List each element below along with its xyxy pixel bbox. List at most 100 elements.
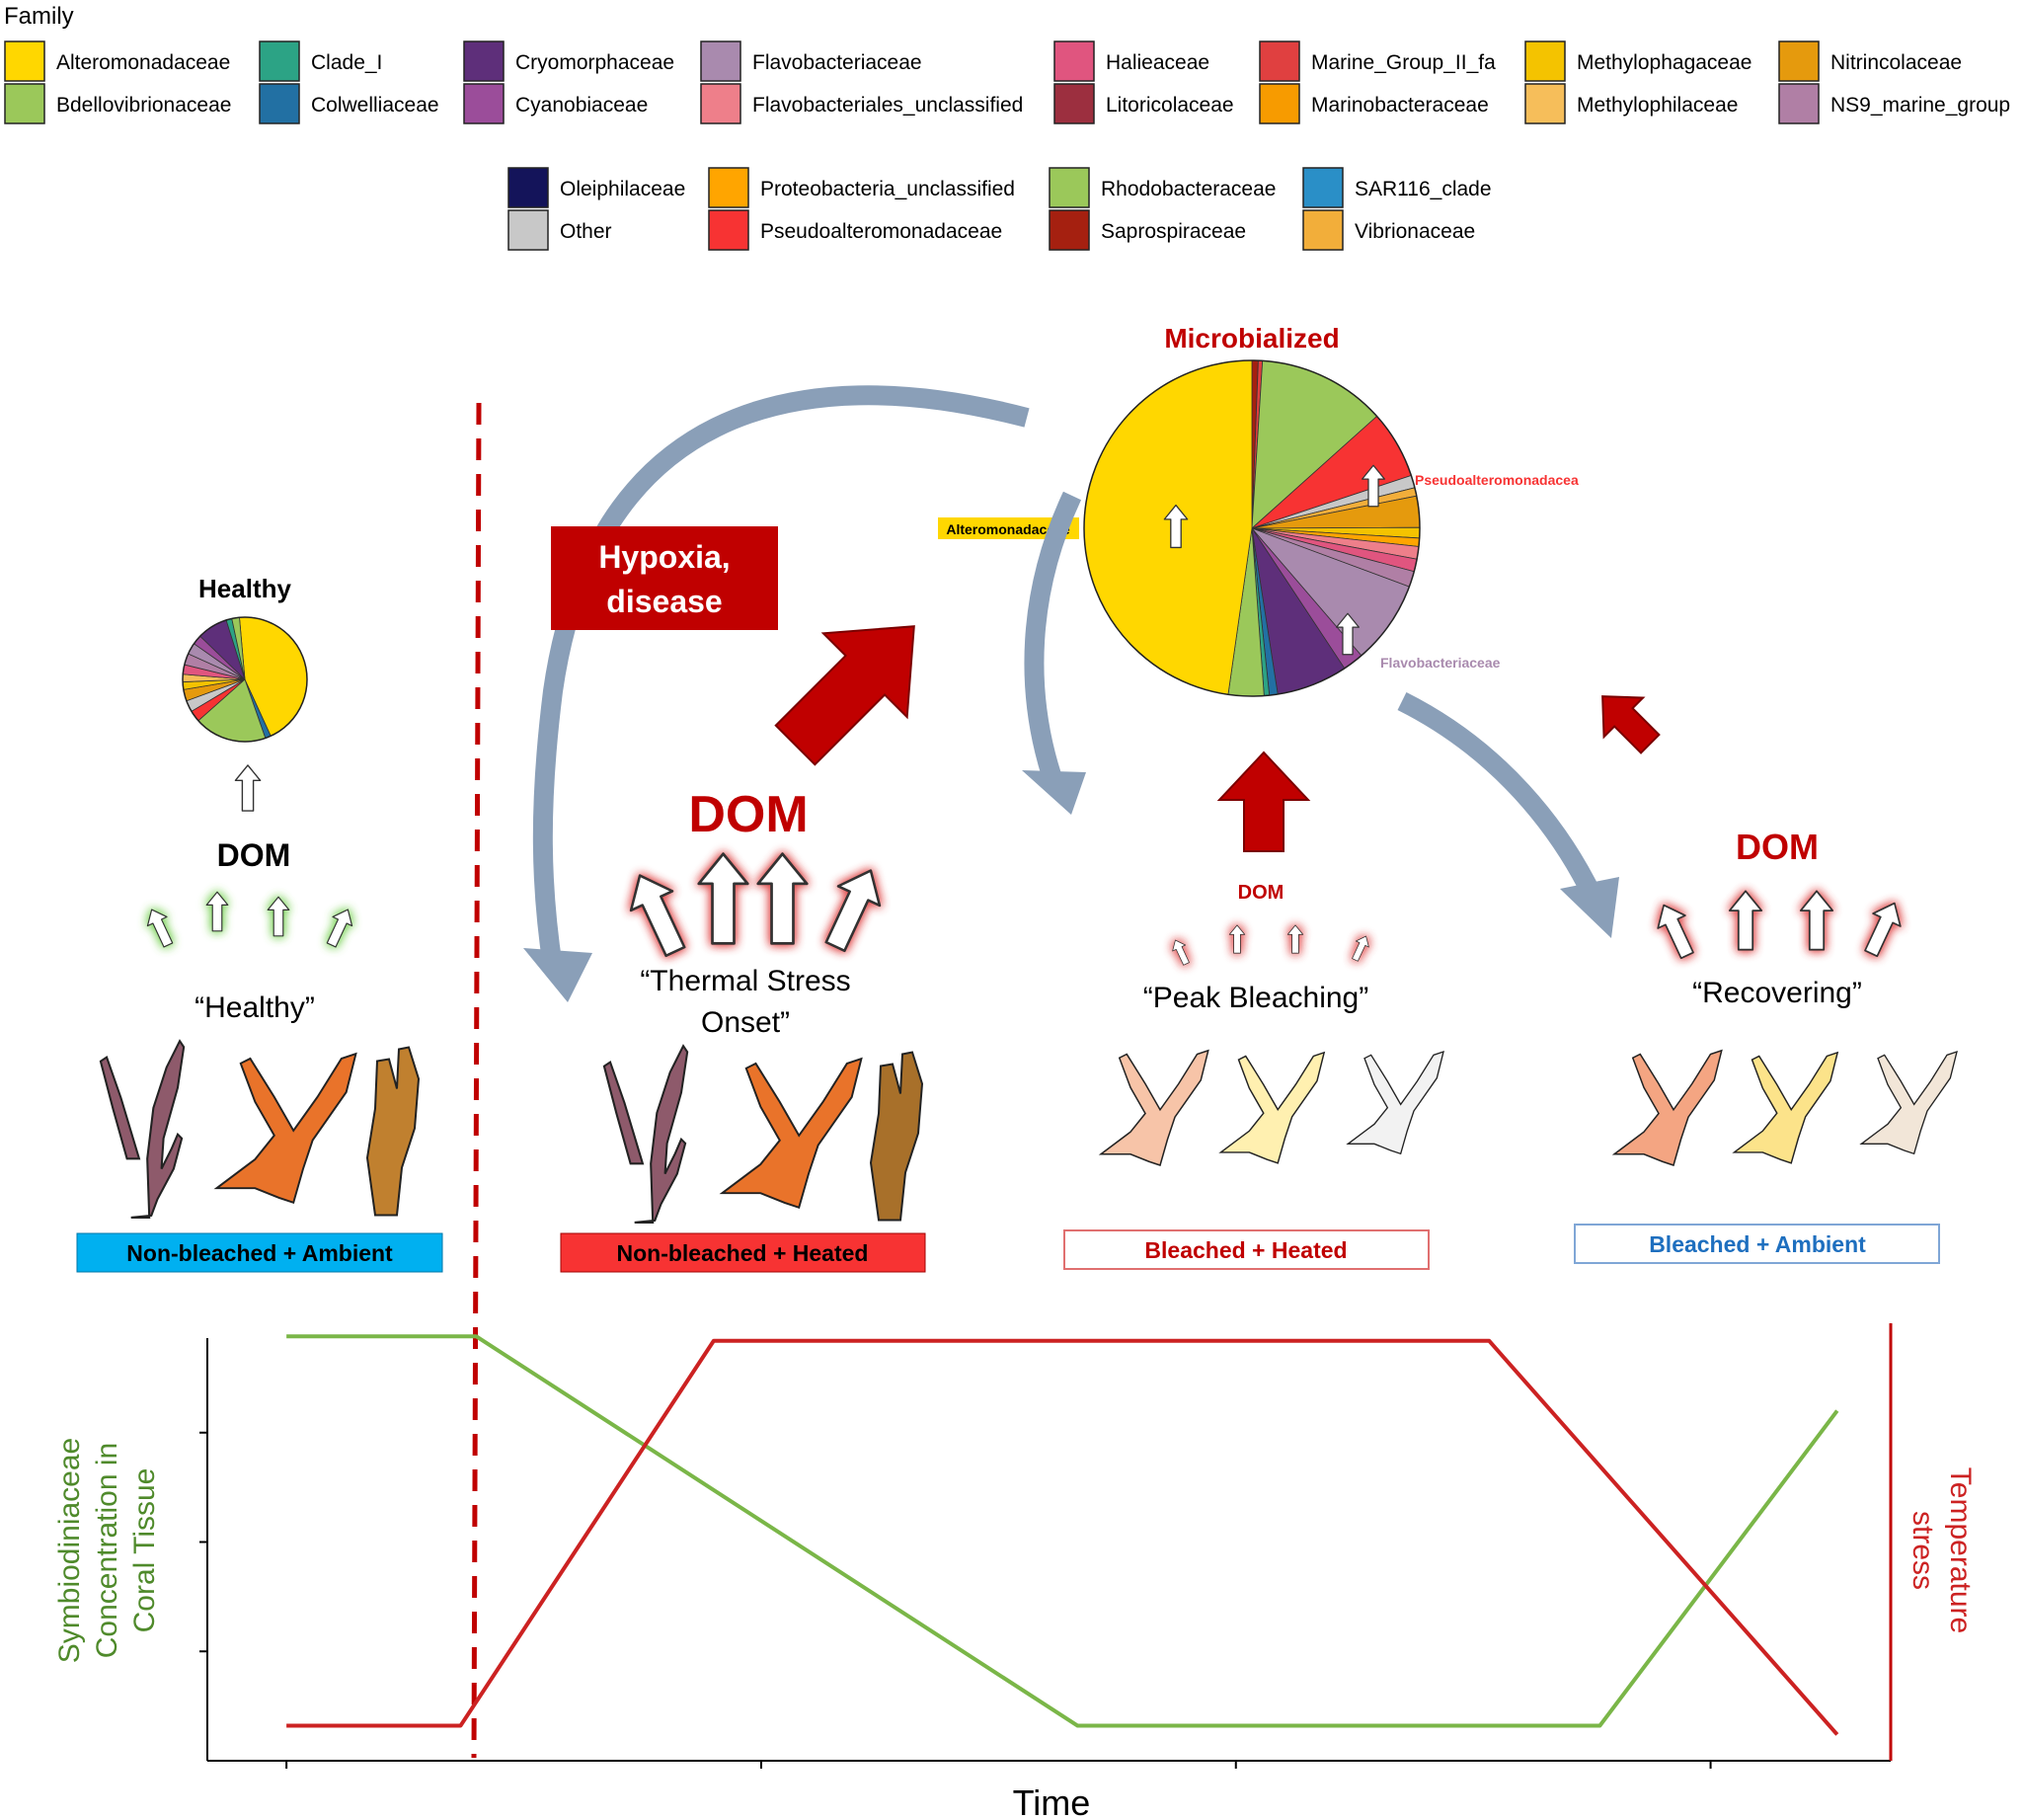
legend-swatch bbox=[1524, 40, 1566, 82]
dom-arrows-peak bbox=[1168, 924, 1373, 968]
legend-swatch bbox=[700, 40, 741, 82]
legend-label: Marine_Group_II_fa bbox=[1311, 51, 1496, 74]
red-arrow-peak-to-microbialized bbox=[1216, 751, 1311, 852]
healthy-pie-chart bbox=[182, 616, 308, 743]
divider-dashed-line bbox=[471, 402, 482, 1759]
svg-text:Bleached + Heated: Bleached + Heated bbox=[1144, 1237, 1347, 1263]
svg-text:Temperature: Temperature bbox=[1944, 1467, 1977, 1633]
legend-item: Methylophagaceae bbox=[1524, 40, 1752, 82]
legend-swatch bbox=[1053, 40, 1095, 82]
pie-outline bbox=[182, 616, 308, 743]
legend-item: Vibrionaceae bbox=[1302, 209, 1475, 251]
legend-item: Bdellovibrionaceae bbox=[4, 83, 231, 124]
legend-label: Pseudoalteromonadaceae bbox=[760, 220, 1002, 243]
treatment-box-non-bleached-heated: Non-bleached + Heated bbox=[560, 1232, 926, 1273]
legend-label: Clade_I bbox=[311, 51, 382, 74]
microbialized-pie-chart bbox=[1083, 359, 1421, 697]
stage-label-recovering: “Recovering” bbox=[1692, 977, 1862, 1009]
legend-item: Cyanobiaceae bbox=[463, 83, 648, 124]
legend-swatch bbox=[1053, 83, 1095, 124]
legend-swatch bbox=[1302, 209, 1344, 251]
coral-illustration-healthy bbox=[99, 1040, 421, 1220]
legend-label: Vibrionaceae bbox=[1355, 220, 1475, 243]
legend-item: Marine_Group_II_fa bbox=[1259, 40, 1496, 82]
chart-lines bbox=[286, 1334, 1839, 1736]
legend-label: Cyanobiaceae bbox=[515, 94, 648, 117]
legend-swatch bbox=[708, 209, 749, 251]
dom-arrows-onset bbox=[617, 852, 894, 963]
legend-swatch bbox=[1049, 209, 1090, 251]
legend-label: Alteromonadaceae bbox=[56, 51, 230, 74]
svg-text:Coral Tissue: Coral Tissue bbox=[128, 1468, 161, 1633]
legend-item: Alteromonadaceae bbox=[4, 40, 230, 82]
legend-label: Other bbox=[560, 220, 612, 243]
legend-item: NS9_marine_group bbox=[1778, 83, 2010, 124]
legend-swatch bbox=[1778, 83, 1820, 124]
legend-swatch bbox=[1259, 40, 1300, 82]
stage-label-healthy: “Healthy” bbox=[195, 991, 315, 1024]
pie-label-flavobacteriaceae: Flavobacteriaceae bbox=[1380, 655, 1501, 671]
legend-item: Flavobacteriales_unclassified bbox=[700, 83, 1023, 124]
svg-text:Concentration in: Concentration in bbox=[91, 1443, 123, 1658]
gray-arrowhead-onset bbox=[523, 948, 592, 1002]
legend-title: Family bbox=[4, 3, 74, 30]
dom-arrows-recovering bbox=[1649, 890, 1909, 963]
gray-arrowhead-recovering bbox=[1560, 877, 1619, 938]
svg-text:Non-bleached + Ambient: Non-bleached + Ambient bbox=[126, 1240, 393, 1266]
legend-label: Flavobacteriaceae bbox=[752, 51, 922, 74]
chart-ticks bbox=[199, 1431, 1712, 1769]
legend-label: Methylophilaceae bbox=[1577, 94, 1738, 117]
microbialized-title: Microbialized bbox=[1164, 323, 1339, 354]
legend-swatch bbox=[463, 83, 505, 124]
treatment-box-non-bleached-ambient: Non-bleached + Ambient bbox=[76, 1232, 443, 1273]
legend-label: Nitrincolaceae bbox=[1830, 51, 1962, 74]
svg-text:Alteromonadaceae: Alteromonadaceae bbox=[946, 521, 1069, 537]
legend-item: Cryomorphaceae bbox=[463, 40, 674, 82]
legend-swatch bbox=[1524, 83, 1566, 124]
pie-outline bbox=[1083, 359, 1421, 697]
legend-label: Methylophagaceae bbox=[1577, 51, 1752, 74]
legend-label: Litoricolaceae bbox=[1106, 94, 1234, 117]
stage-label-onset-line1: “Thermal Stress bbox=[640, 965, 850, 997]
dom-label-peak: DOM bbox=[1238, 882, 1284, 904]
pie-label-alteromonadaceae: Alteromonadaceae bbox=[938, 517, 1079, 539]
red-arrow-onset-to-microbialized bbox=[774, 625, 915, 766]
legend-item: Methylophilaceae bbox=[1524, 83, 1738, 124]
legend-item: Marinobacteraceae bbox=[1259, 83, 1489, 124]
red-arrow-recovering-to-microbialized bbox=[1601, 695, 1661, 754]
legend-swatch bbox=[463, 40, 505, 82]
legend-label: SAR116_clade bbox=[1355, 178, 1492, 200]
svg-text:Hypoxia,: Hypoxia, bbox=[598, 539, 730, 575]
legend-item: Clade_I bbox=[259, 40, 382, 82]
gray-arrow-to-peak bbox=[1024, 491, 1082, 779]
legend-swatch bbox=[1302, 167, 1344, 208]
legend-item: Nitrincolaceae bbox=[1778, 40, 1962, 82]
series-temperature-line bbox=[286, 1338, 1839, 1736]
legend-swatch bbox=[259, 83, 300, 124]
legend-item: Proteobacteria_unclassified bbox=[708, 167, 1015, 208]
legend-item: Pseudoalteromonadaceae bbox=[708, 209, 1002, 251]
legend-item: Litoricolaceae bbox=[1053, 83, 1234, 124]
x-axis-label: Time bbox=[1013, 1782, 1091, 1820]
treatment-box-bleached-heated: Bleached + Heated bbox=[1063, 1229, 1430, 1270]
dom-arrows-healthy bbox=[141, 891, 358, 951]
hypoxia-disease-box: Hypoxia, disease bbox=[551, 526, 778, 630]
pie-slice bbox=[1083, 359, 1253, 695]
legend-swatch bbox=[1778, 40, 1820, 82]
legend-swatch bbox=[700, 83, 741, 124]
svg-text:stress: stress bbox=[1907, 1511, 1939, 1590]
y-axis-label-right: Temperature stress bbox=[1907, 1467, 1977, 1633]
stage-label-peak: “Peak Bleaching” bbox=[1143, 982, 1368, 1014]
legend-swatch bbox=[1049, 167, 1090, 208]
series-symbiodiniaceae-line bbox=[286, 1334, 1839, 1728]
legend-item: Saprospiraceae bbox=[1049, 209, 1246, 251]
legend-item: Colwelliaceae bbox=[259, 83, 439, 124]
legend-label: Saprospiraceae bbox=[1101, 220, 1246, 243]
svg-text:Symbiodiniaceae: Symbiodiniaceae bbox=[53, 1438, 86, 1663]
legend-item: Flavobacteriaceae bbox=[700, 40, 922, 82]
legend-label: NS9_marine_group bbox=[1830, 94, 2010, 117]
dom-label-onset: DOM bbox=[688, 786, 808, 843]
legend-label: Cryomorphaceae bbox=[515, 51, 674, 74]
healthy-pie-arrow bbox=[234, 764, 262, 812]
